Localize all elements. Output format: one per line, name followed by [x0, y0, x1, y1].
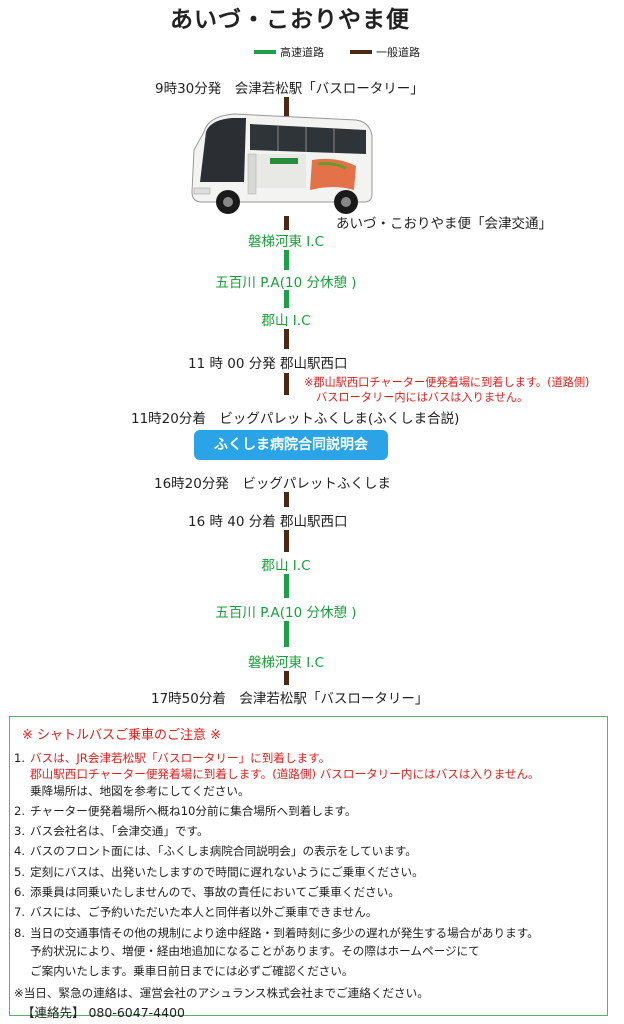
route-line-highway — [284, 621, 289, 647]
route-line-local — [284, 216, 289, 230]
item-line: 予約状況により、増便・経由地追加になることがあります。その際はホームページにて — [30, 943, 480, 958]
route-line-local — [284, 492, 289, 507]
event-badge: ふくしま病院合同説明会 — [194, 430, 388, 460]
item-line: 添乗員は同乗いたしませんので、事故の責任においてご乗車ください。 — [30, 885, 400, 900]
route-line-local — [284, 97, 289, 117]
notice-item-1-line-3: 乗降場所は、地図を参考にしてください。 — [14, 783, 604, 799]
item-line: バスは、JR会津若松駅「バスロータリー」に到着します。 — [30, 751, 331, 765]
route-line-local — [284, 329, 289, 349]
item-number: 1. — [14, 751, 26, 765]
item-line: バスのフロント面には、「ふくしま病院合同説明会」の表示をしています。 — [30, 844, 417, 859]
notice-item-3: 3. バス会社名は、「会津交通」です。 — [14, 823, 604, 839]
legend-local-label: 一般道路 — [376, 46, 420, 59]
route-line-local — [284, 530, 289, 552]
item-line: バス会社名は、「会津交通」です。 — [30, 824, 209, 839]
route-line-highway — [284, 290, 289, 308]
return-arrive: 17時50分着 会津若松駅「バスロータリー」 — [151, 691, 429, 707]
route-line-highway — [284, 574, 289, 598]
outbound-ic2: 郡山 I.C — [261, 313, 311, 329]
contact-phone: 【連絡先】 080-6047-4400 — [22, 1004, 185, 1020]
notice-item-4: 4. バスのフロント面には、「ふくしま病院合同説明会」の表示をしています。 — [14, 843, 604, 859]
item-line: 乗降場所は、地図を参考にしてください。 — [30, 783, 250, 798]
notice-box — [9, 716, 608, 1016]
legend-highway: 高速道路 — [254, 44, 324, 60]
legend-local: 一般道路 — [350, 44, 420, 60]
item-line: 当日の交通事情その他の規制により途中経路・到着時刻に多少の遅れが発生する場合があ… — [30, 925, 539, 940]
bus-image — [186, 110, 376, 218]
notice-item-1: 1. バスは、JR会津若松駅「バスロータリー」に到着します。 — [14, 750, 604, 766]
item-number: 3. — [14, 824, 26, 839]
legend-local-swatch — [350, 50, 372, 54]
outbound-pa: 五百川 P.A(10 分休憩 ) — [215, 275, 357, 291]
item-line: 郡山駅西口チャーター便発着場に到着します。(道路側) バスロータリー内にはバスは… — [30, 767, 540, 782]
route-line-local — [284, 671, 289, 685]
outbound-koriyama: 11 時 00 分発 郡山駅西口 — [188, 356, 348, 372]
notice-item-8: 8. 当日の交通事情その他の規制により途中経路・到着時刻に多少の遅れが発生する場合… — [14, 925, 604, 941]
notice-list: 1. バスは、JR会津若松駅「バスロータリー」に到着します。 郡山駅西口チャーター… — [14, 750, 604, 1023]
bus-label: あいづ・こおりやま便「会津交通」 — [336, 216, 552, 232]
notice-item-7: 7. バスには、ご予約いただいた本人と同伴者以外ご乗車できません。 — [14, 904, 604, 920]
item-number: 4. — [14, 844, 26, 859]
outbound-depart: 9時30分発 会津若松駅「バスロータリー」 — [155, 81, 424, 97]
return-pa: 五百川 P.A(10 分休憩 ) — [215, 605, 357, 621]
notice-item-6: 6. 添乗員は同乗いたしませんので、事故の責任においてご乗車ください。 — [14, 884, 604, 900]
item-line: チャーター便発着場所へ概ね10分前に集合場所へ到着します。 — [30, 803, 357, 818]
item-line: バスには、ご予約いただいた本人と同伴者以外ご乗車できません。 — [30, 905, 378, 920]
notice-item-5: 5. 定刻にバスは、出発いたしますので時間に遅れないようにご乗車ください。 — [14, 864, 604, 880]
return-depart: 16時20分発 ビッグパレットふくしま — [154, 476, 391, 492]
item-line: ご案内いたします。乗車日前日までには必ずご確認ください。 — [30, 963, 354, 978]
page-title: あいづ・こおりやま便 — [170, 7, 410, 33]
item-line: 定刻にバスは、出発いたしますので時間に遅れないようにご乗車ください。 — [30, 864, 424, 879]
legend-highway-swatch — [254, 50, 276, 54]
notice-item-1-line-2: 郡山駅西口チャーター便発着場に到着します。(道路側) バスロータリー内にはバスは… — [14, 766, 604, 782]
item-number: 8. — [14, 925, 26, 940]
route-line-local — [284, 373, 289, 395]
bus-illustration — [191, 113, 373, 214]
notice-item-8-line-3: ご案内いたします。乗車日前日までには必ずご確認ください。 — [14, 961, 604, 981]
item-number: 5. — [14, 864, 26, 879]
koriyama-note-1: ※郡山駅西口チャーター便発着場に到着します。(道路側) — [304, 376, 590, 389]
route-line-highway — [284, 250, 289, 270]
return-ic1: 郡山 I.C — [261, 558, 311, 574]
return-koriyama: 16 時 40 分着 郡山駅西口 — [188, 514, 348, 530]
notice-item-2: 2. チャーター便発着場所へ概ね10分前に集合場所へ到着します。 — [14, 803, 604, 819]
item-number: 6. — [14, 885, 26, 900]
notice-item-8-line-2: 予約状況により、増便・経由地追加になることがあります。その際はホームページにて — [14, 941, 604, 961]
return-ic2: 磐梯河東 I.C — [248, 655, 324, 671]
koriyama-note-2: バスロータリー内にはバスは入りません。 — [316, 391, 529, 404]
outbound-arrive: 11時20分着 ビッグパレットふくしま(ふくしま合説) — [131, 411, 460, 427]
legend-highway-label: 高速道路 — [280, 46, 324, 59]
outbound-ic1: 磐梯河東 I.C — [248, 234, 324, 250]
emergency-note: ※当日、緊急の連絡は、運営会社のアシュランス株式会社までご連絡ください。 — [14, 985, 429, 1000]
item-number: 2. — [14, 803, 26, 818]
notice-title: ※ シャトルバスご乗車のご注意 ※ — [22, 728, 222, 743]
item-number: 7. — [14, 905, 26, 920]
